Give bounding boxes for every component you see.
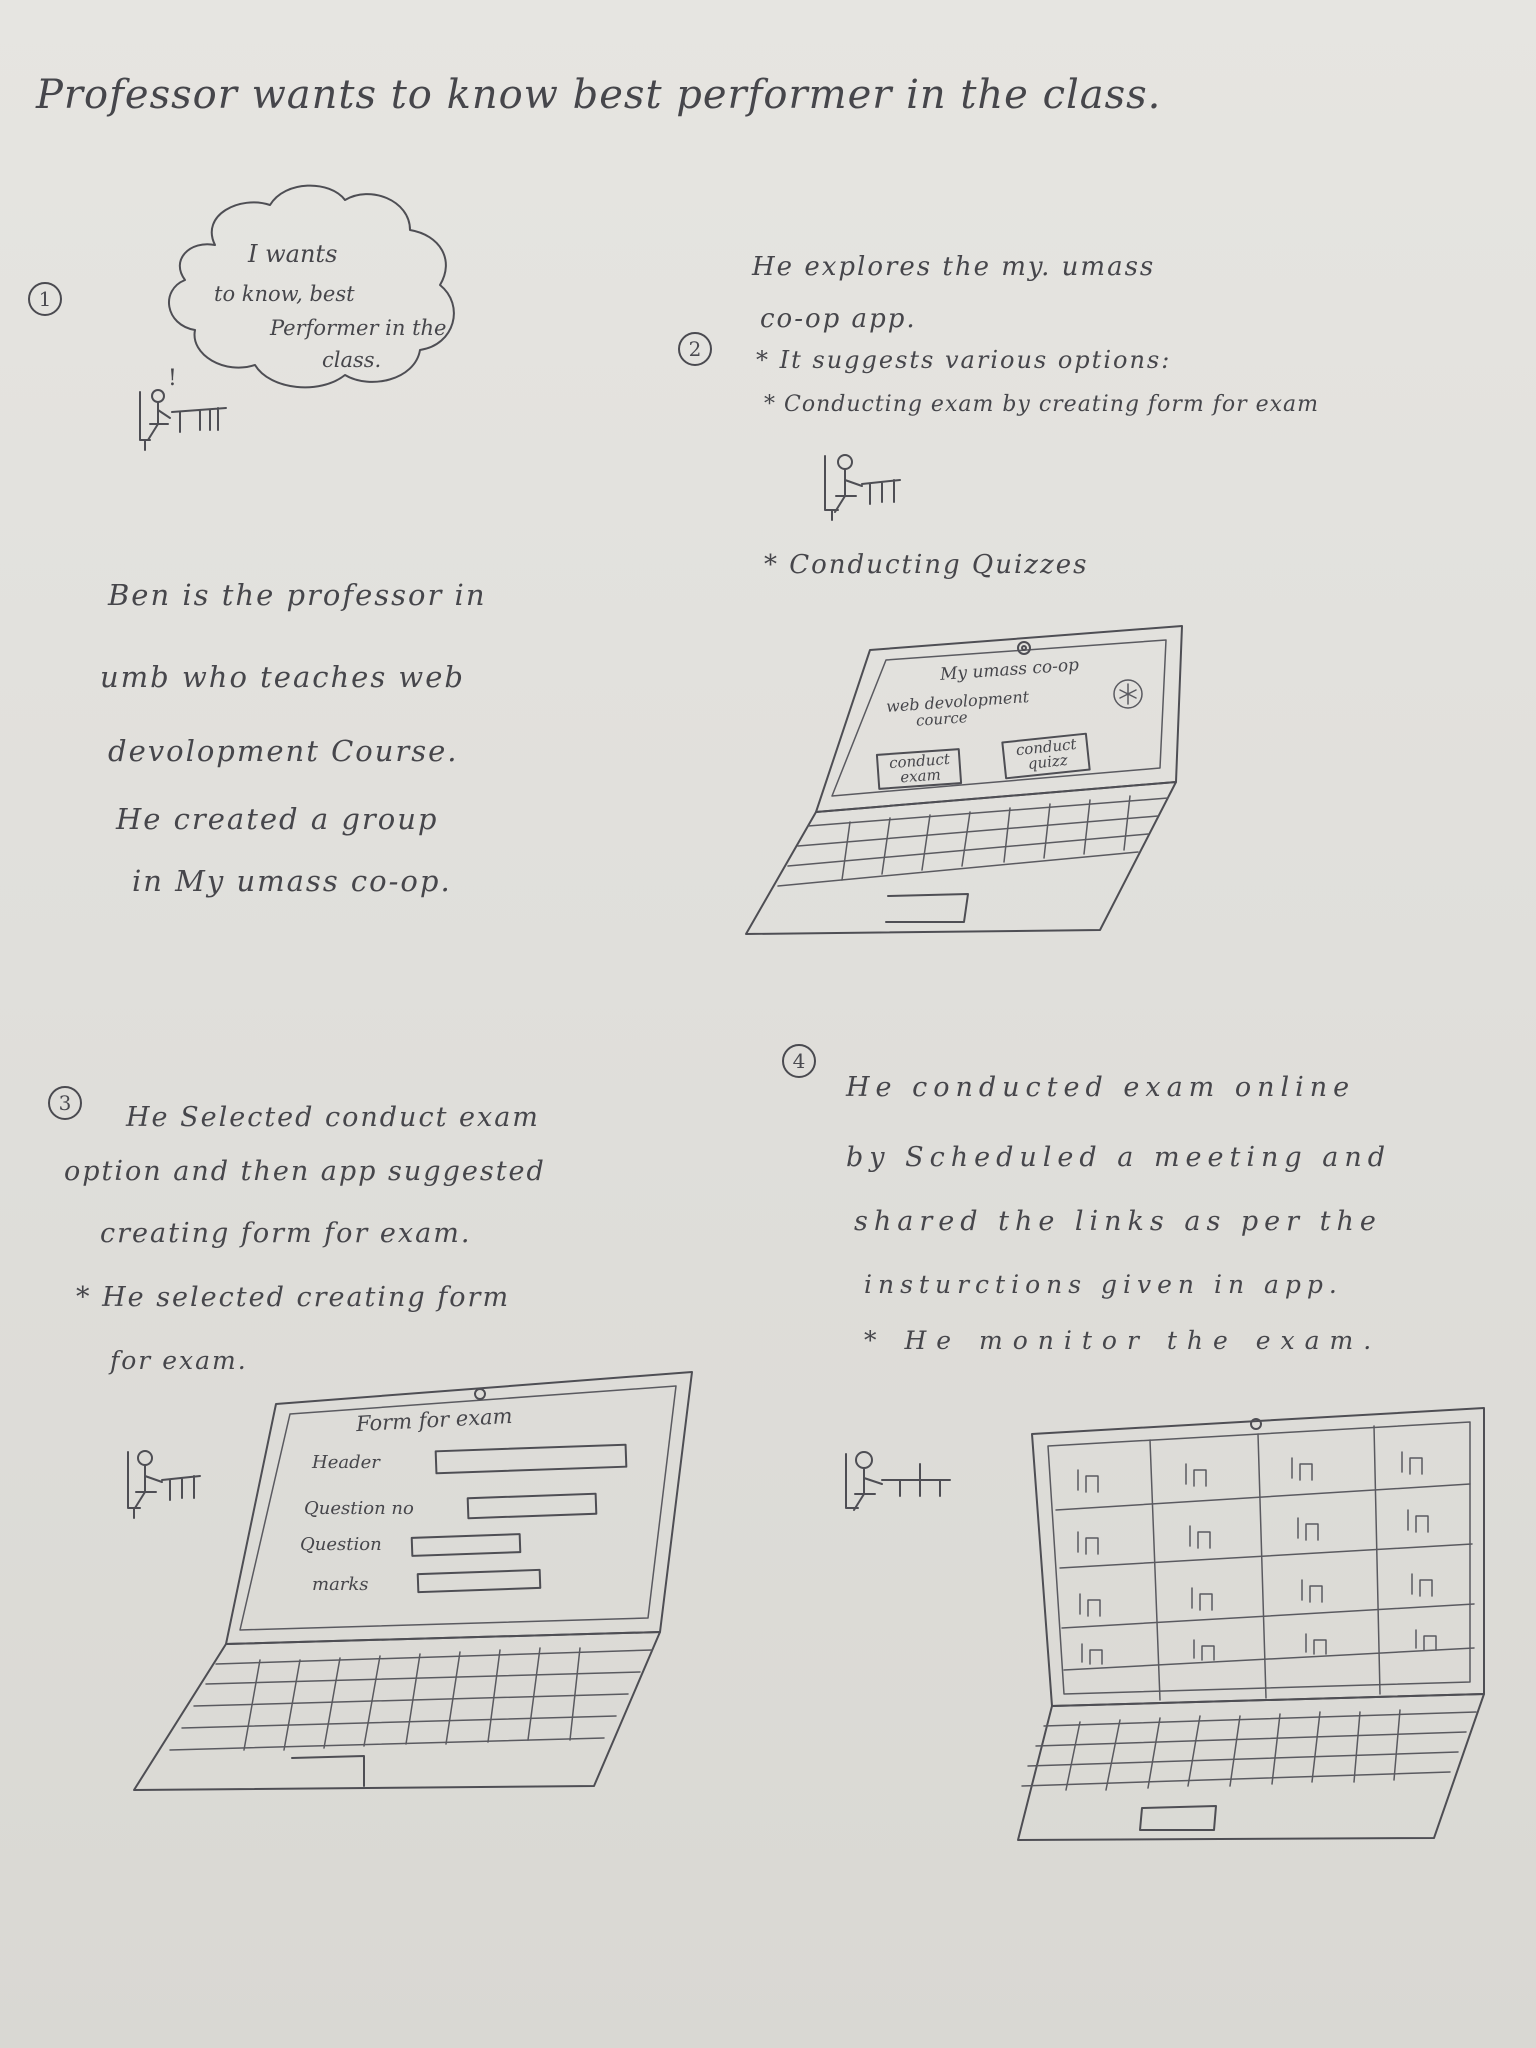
course-name-line2: cource	[915, 708, 969, 730]
panel2-bullet-quizzes: * Conducting Quizzes	[764, 550, 1089, 580]
thought-cloud-icon	[168, 184, 455, 389]
step-number-4: 4	[782, 1044, 816, 1078]
step-number-2: 2	[678, 332, 712, 366]
laptop-meeting-grid	[1017, 1407, 1485, 1841]
professor-figure-icon-4	[845, 1451, 951, 1511]
conduct-exam-button[interactable]: conduct exam	[888, 749, 951, 787]
panel4-line-2: by Scheduled a meeting and	[846, 1142, 1392, 1173]
form-label-header: Header	[312, 1452, 380, 1473]
step-number-3: 3	[48, 1086, 82, 1120]
story-line-1: Ben is the professor in	[108, 578, 487, 612]
story-line-5: in My umass co-op.	[132, 864, 452, 898]
panel2-line-3: * It suggests various options:	[756, 346, 1172, 374]
panel3-line-1: He Selected conduct exam	[126, 1102, 540, 1133]
panel2-line-4: * Conducting exam by creating form for e…	[764, 392, 1319, 417]
cloud-line-4: class.	[322, 348, 382, 372]
panel2-line-2: co-op app.	[760, 304, 917, 334]
panel4-line-1: He conducted exam online	[846, 1072, 1356, 1103]
panel4-line-4: insturctions given in app.	[864, 1270, 1343, 1299]
story-line-4: He created a group	[116, 802, 439, 836]
story-line-3: devolopment Course.	[108, 734, 459, 768]
panel3-line-2: option and then app suggested	[64, 1156, 546, 1187]
panel2-line-1: He explores the my. umass	[752, 252, 1156, 282]
laptop-form-screen	[133, 1371, 693, 1791]
step-number-1: 1	[28, 282, 62, 316]
professor-figure-icon	[139, 389, 227, 451]
form-label-marks: marks	[312, 1574, 369, 1595]
professor-figure-icon-2	[824, 454, 901, 521]
panel3-line-3: creating form for exam.	[100, 1218, 472, 1249]
exclamation-mark: !	[168, 366, 177, 391]
form-label-question-no: Question no	[304, 1498, 414, 1519]
form-label-question: Question	[300, 1534, 382, 1555]
cloud-line-2: to know, best	[214, 282, 355, 306]
cloud-line-1: I wants	[248, 240, 338, 268]
panel3-line-5: for exam.	[110, 1346, 248, 1375]
page-title: Professor wants to know best performer i…	[36, 72, 1162, 118]
cloud-line-3: Performer in the	[270, 316, 447, 340]
laptop-app-home	[745, 625, 1183, 935]
panel3-line-4: * He selected creating form	[76, 1282, 511, 1313]
professor-figure-icon-3	[127, 1450, 201, 1519]
panel4-line-5: * He monitor the exam.	[864, 1326, 1382, 1355]
story-line-2: umb who teaches web	[100, 660, 465, 694]
participant-figure-icons	[1077, 1451, 1437, 1665]
panel4-line-3: shared the links as per the	[854, 1206, 1382, 1237]
